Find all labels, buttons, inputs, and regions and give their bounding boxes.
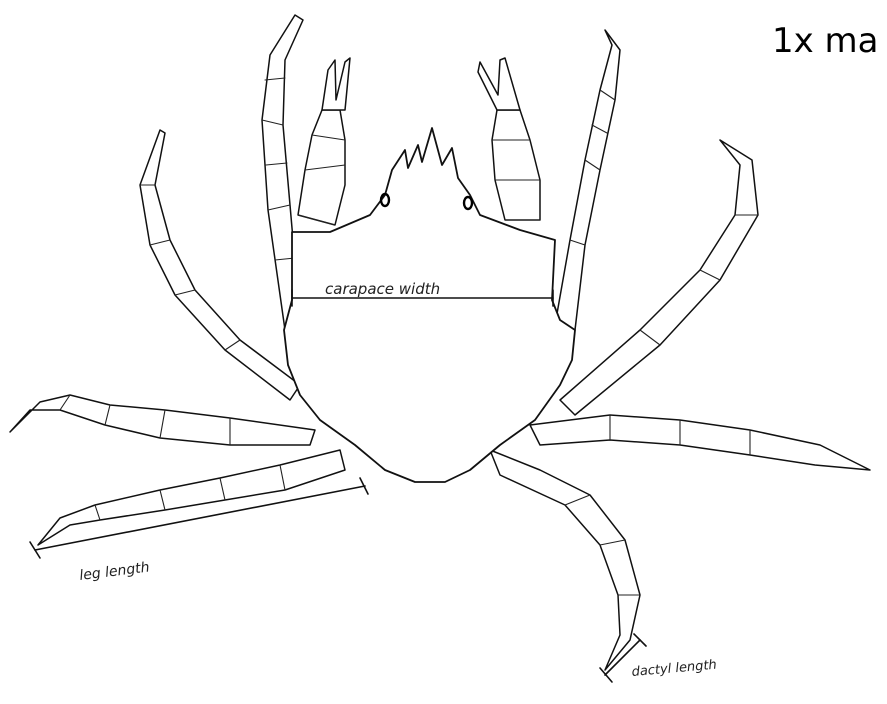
- left-leg-3: [38, 450, 345, 545]
- carapace-width-label: carapace width: [325, 280, 440, 298]
- right-claw-fingers: [478, 58, 520, 110]
- right-leg-2: [530, 415, 870, 470]
- right-claw-propodus: [492, 110, 540, 220]
- right-leg-3: [490, 450, 640, 670]
- right-cheliped-arm: [555, 30, 620, 330]
- leg-length-label: leg length: [79, 560, 151, 584]
- left-leg-2: [10, 395, 315, 445]
- left-claw-fingers: [322, 58, 350, 110]
- scale-label: 1x ma: [772, 21, 879, 61]
- dactyl-length-label: dactyl length: [631, 658, 717, 680]
